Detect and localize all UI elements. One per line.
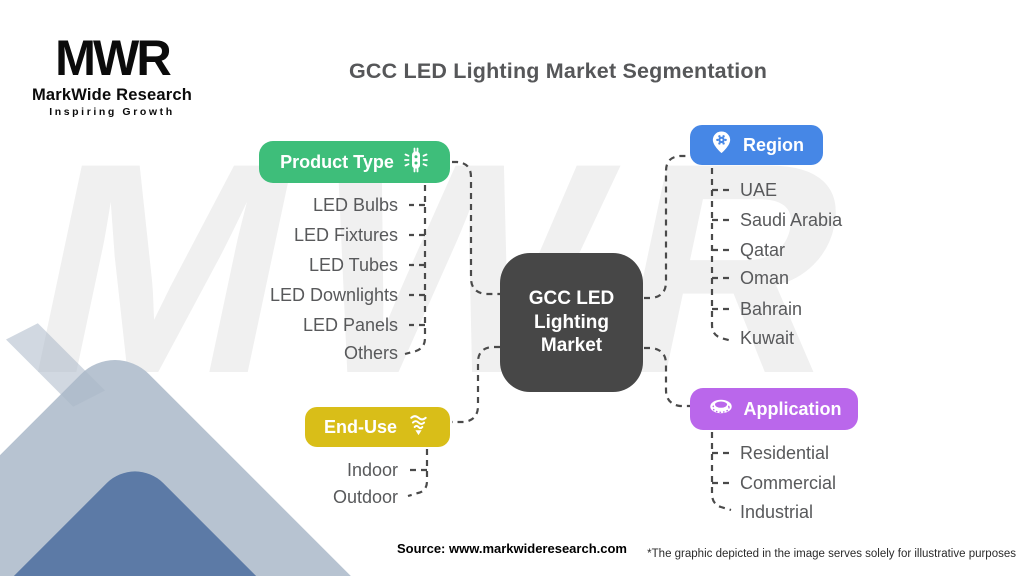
region-label: Region (743, 134, 804, 155)
disclaimer-text: *The graphic depicted in the image serve… (647, 548, 1016, 560)
end-use-item: Outdoor (332, 487, 398, 507)
product-type-item: LED Tubes (308, 255, 398, 275)
application-item: Commercial (740, 473, 837, 493)
region-item: Qatar (740, 240, 786, 260)
logo-monogram: MWR (55, 30, 172, 86)
region-item: UAE (740, 180, 778, 200)
product-type-item: Others (343, 343, 398, 363)
region-item: Oman (740, 268, 790, 288)
product-type-item: LED Bulbs (312, 195, 398, 215)
logo-name: MarkWide Research (31, 85, 193, 104)
product-type-item: LED Panels (302, 315, 398, 335)
product-type-item: LED Fixtures (293, 225, 398, 245)
central-node-label: GCC LED Lighting Market (528, 287, 615, 357)
region-item: Kuwait (740, 328, 795, 348)
led-chip-icon (403, 147, 429, 178)
end-use-label: End-Use (323, 416, 397, 437)
ceiling-light-icon (707, 395, 735, 423)
branch-node-end-use: End-Use (305, 407, 450, 447)
region-item: Saudi Arabia (740, 210, 843, 230)
logo-tagline: Inspiring Growth (49, 105, 175, 118)
map-pin-gear-icon (709, 130, 734, 160)
cfl-bulb-icon (406, 412, 431, 442)
product-type-item: LED Downlights (269, 285, 398, 305)
branch-node-application: Application (690, 388, 858, 430)
central-node: GCC LED Lighting Market (500, 253, 643, 392)
branch-node-region: Region (690, 125, 823, 165)
application-item: Residential (740, 443, 830, 463)
source-text: Source: www.markwideresearch.com (396, 541, 627, 556)
application-item: Industrial (740, 502, 814, 522)
markwide-research-logo: MWR MarkWide Research Inspiring Growth (28, 30, 196, 118)
product-type-label: Product Type (280, 151, 394, 172)
page-title: GCC LED Lighting Market Segmentation (348, 59, 768, 83)
application-label: Application (743, 398, 842, 419)
branch-node-product-type: Product Type (259, 141, 450, 183)
region-item: Bahrain (740, 299, 803, 319)
end-use-item: Indoor (346, 460, 398, 480)
